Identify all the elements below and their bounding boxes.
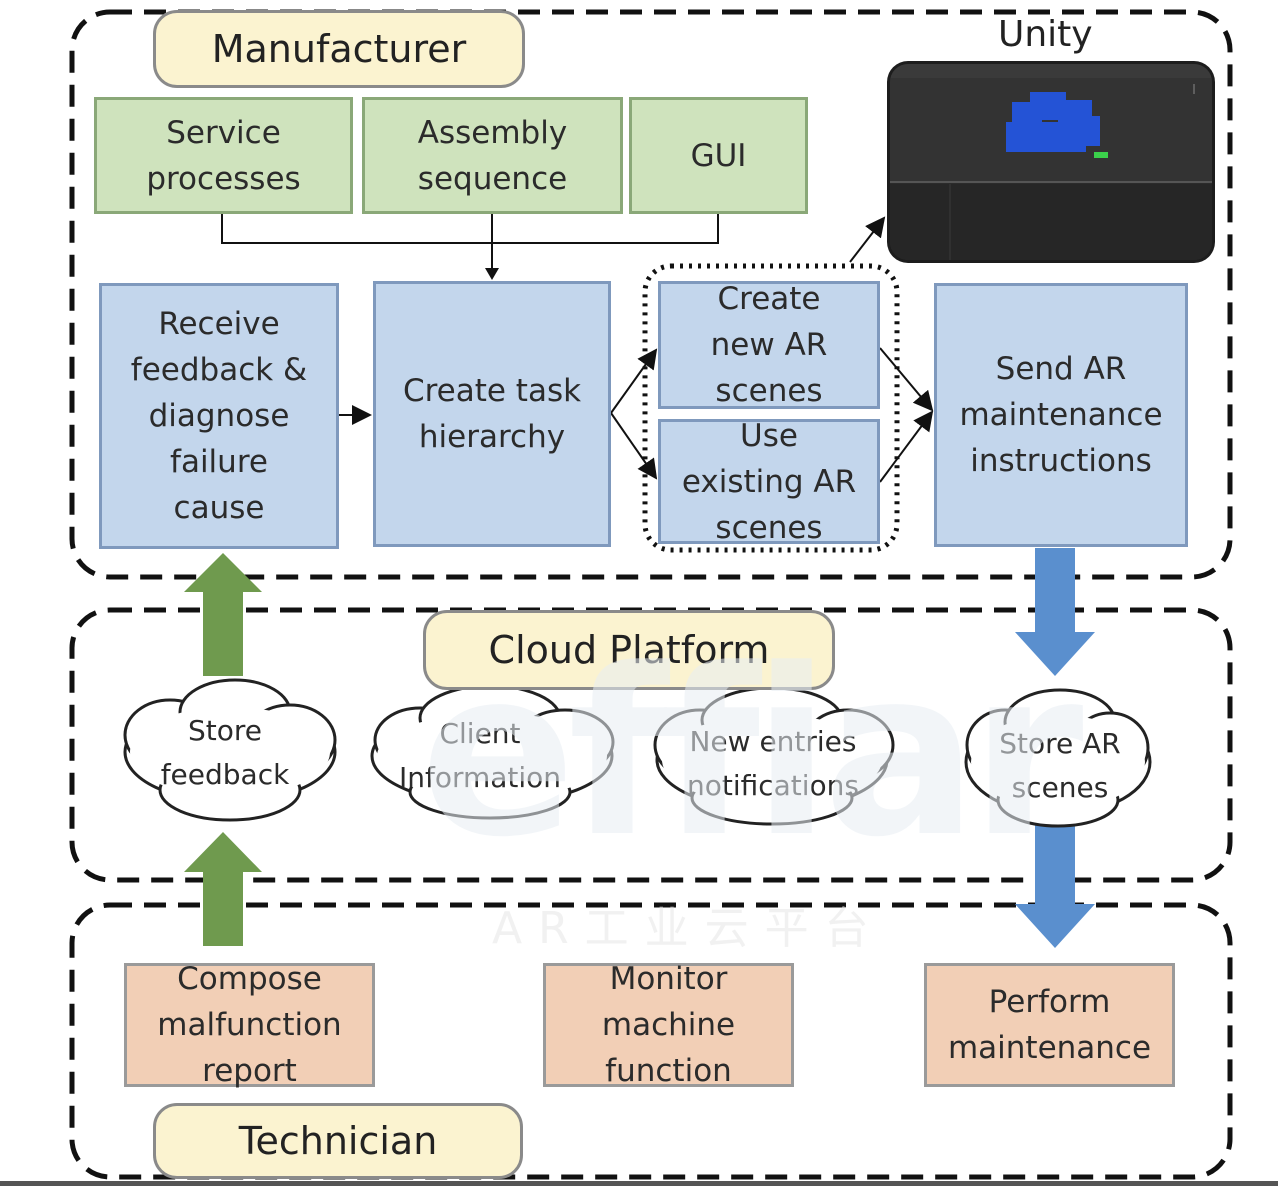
- use-existing-ar-scenes-box: Use existing AR scenes: [658, 418, 880, 546]
- gui-box: GUI: [629, 97, 808, 214]
- unity-editor-icon: [890, 64, 1212, 260]
- technician-label: Technician: [153, 1103, 523, 1179]
- create-to-send-arrow: [879, 347, 934, 412]
- create-to-unity-arrow: [849, 216, 886, 263]
- ar-scenes-group: [642, 263, 900, 553]
- inputs-connector: [221, 214, 719, 276]
- send-ar-instructions-box: Send AR maintenance instructions: [934, 283, 1188, 547]
- cloud-new-entries: [653, 686, 895, 826]
- use-to-send-arrow: [879, 410, 934, 483]
- compose-report-box: Compose malfunction report: [124, 961, 375, 1089]
- task-to-use-arrow: [610, 412, 658, 480]
- manufacturer-group: [69, 9, 1233, 580]
- unity-editor-screenshot: [890, 64, 1212, 260]
- bottom-edge-bar: [0, 1181, 1278, 1186]
- service-processes-box: Service processes: [94, 97, 353, 214]
- cloud-shapes: [123, 678, 1152, 828]
- green-arrow-lower: [184, 832, 262, 946]
- store-ar-scenes-cloud-label: Store AR scenes: [999, 727, 1121, 804]
- task-to-create-arrow: [610, 348, 658, 414]
- assembly-sequence-box: Assembly sequence: [362, 97, 623, 214]
- cloud-store-feedback: [123, 678, 337, 822]
- blue-arrow-lower: [1015, 820, 1095, 948]
- create-new-ar-scenes-box: Create new AR scenes: [658, 281, 880, 409]
- cloud-group: [69, 607, 1233, 883]
- receive-feedback-box: Receive feedback & diagnose failure caus…: [99, 283, 339, 549]
- cloud-store-ar: [964, 688, 1152, 828]
- green-arrow-upper: [184, 553, 262, 676]
- create-task-hierarchy-box: Create task hierarchy: [373, 281, 611, 547]
- new-entries-cloud-label: New entries notifications: [686, 725, 860, 802]
- blue-arrow-upper: [1015, 548, 1095, 676]
- perform-maintenance-box: Perform maintenance: [924, 963, 1175, 1087]
- cloud-client-information: [370, 684, 615, 820]
- cloud-platform-label: Cloud Platform: [423, 610, 835, 690]
- monitor-machine-box: Monitor machine function: [543, 961, 794, 1089]
- technician-group: [69, 902, 1233, 1180]
- client-information-cloud-label: Client Information: [398, 717, 562, 794]
- unity-title: Unity: [998, 14, 1093, 55]
- store-feedback-cloud-label: Store feedback: [160, 714, 290, 791]
- manufacturer-label: Manufacturer: [153, 10, 525, 88]
- inputs-arrowhead: [485, 268, 499, 280]
